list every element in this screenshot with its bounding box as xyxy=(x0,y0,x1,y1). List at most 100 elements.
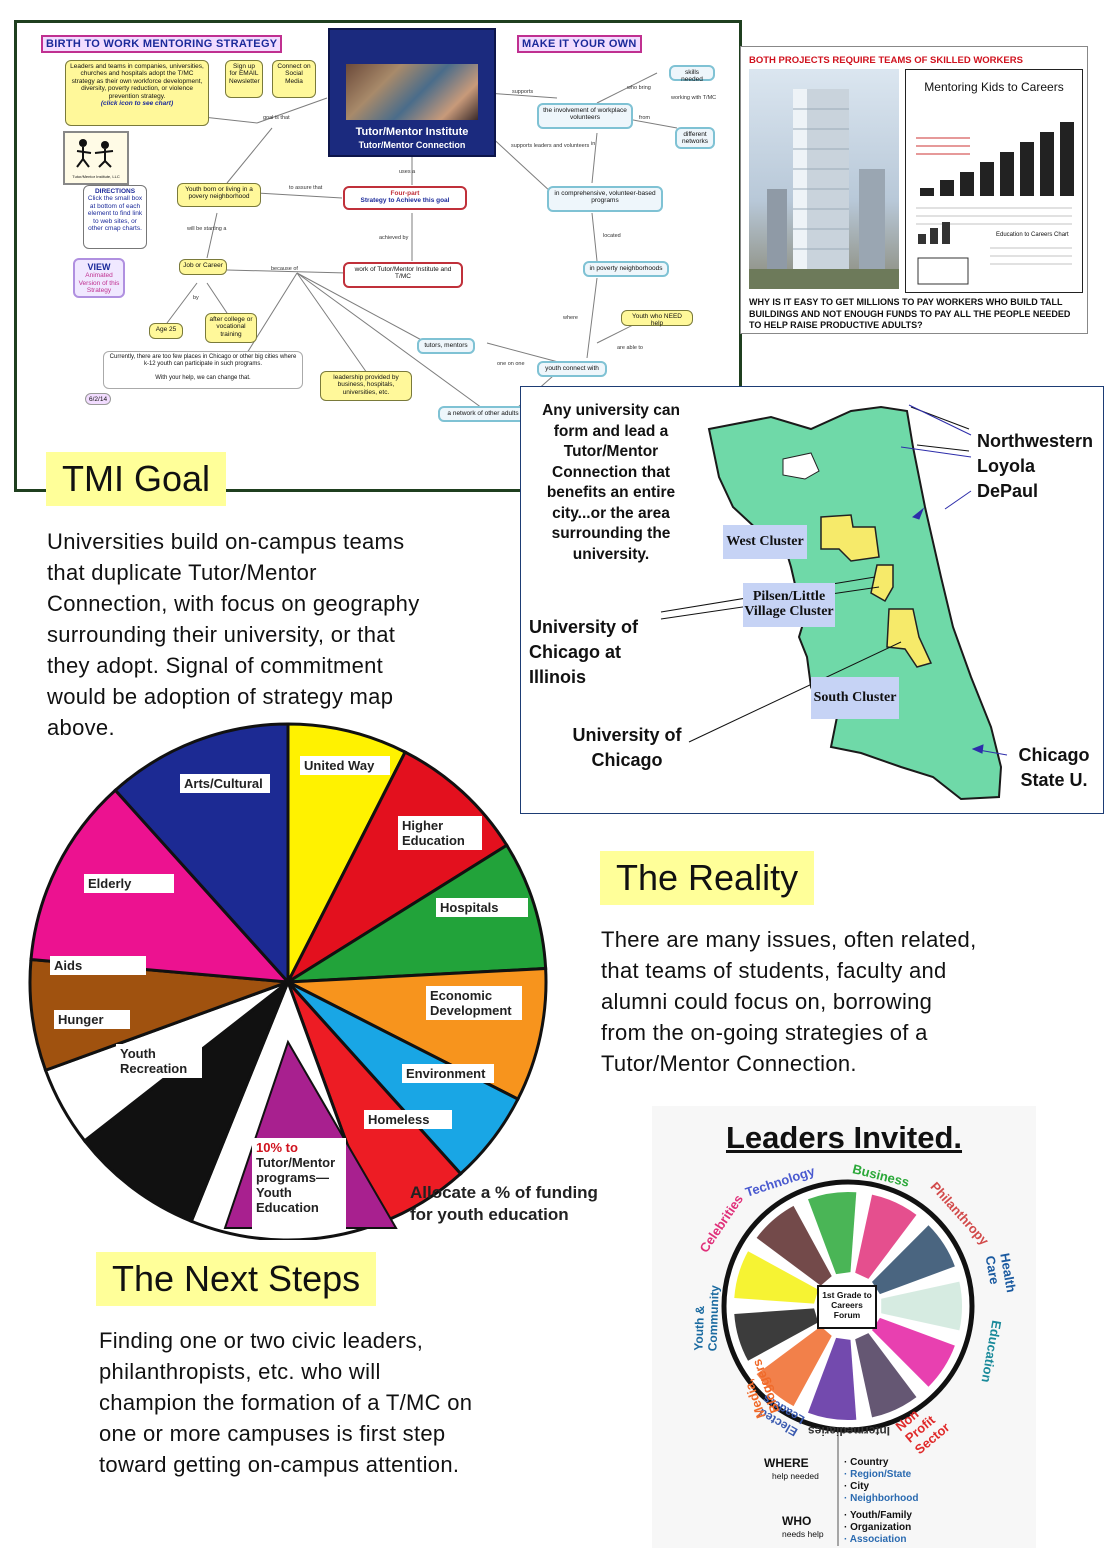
leaders-wedges xyxy=(734,1192,962,1420)
tmi-photo-collage xyxy=(346,64,478,120)
next-steps-line: philanthropists, etc. who will xyxy=(99,1359,381,1384)
pie-label-united-way: United Way xyxy=(300,756,390,775)
directions-node[interactable]: DIRECTIONS Click the small box at bottom… xyxy=(83,185,147,249)
next-steps-line: Finding one or two civic leaders, xyxy=(99,1328,424,1353)
label-chicago-state: Chicago State U. xyxy=(1018,745,1090,790)
careers-chart-sub: Education to Careers Chart xyxy=(996,232,1069,238)
currently-node[interactable]: Currently, there are too few places in C… xyxy=(103,351,303,389)
pie-caption-line1: Allocate a % of funding xyxy=(410,1183,598,1202)
link-from: from xyxy=(639,115,650,121)
youth-need-node[interactable]: Youth who NEED help xyxy=(621,310,693,327)
west-cluster-label: West Cluster xyxy=(723,525,807,559)
skilled-header: BOTH PROJECTS REQUIRE TEAMS OF SKILLED W… xyxy=(749,55,1023,66)
work-of-node[interactable]: work of Tutor/Mentor Institute and T/MC xyxy=(343,262,463,288)
concept-map-links xyxy=(166,72,678,409)
leaders-teams-node[interactable]: Leaders and teams in companies, universi… xyxy=(65,60,209,126)
leaders-wedge xyxy=(807,1192,857,1275)
building-image xyxy=(749,69,899,289)
where-label: WHERE xyxy=(764,1456,809,1470)
poverty-neighborhoods-node[interactable]: in poverty neighborhoods xyxy=(583,261,669,277)
reality-body: There are many issues, often related, th… xyxy=(601,924,977,1079)
reality-line: alumni could focus on, borrowing xyxy=(601,989,933,1014)
leaders-wedge xyxy=(734,1251,819,1304)
leaders-title: Leaders Invited. xyxy=(725,1120,963,1155)
map-intro-text: Any university can form and lead a Tutor… xyxy=(542,402,680,563)
chicago-map-svg xyxy=(660,404,1008,801)
leaders-link-text: (click icon to see chart) xyxy=(100,100,174,108)
tutors-node[interactable]: tutors, mentors xyxy=(417,338,475,354)
pie-label-youth-rec: Youth Recreation xyxy=(116,1044,202,1078)
leaders-wedge xyxy=(855,1333,917,1418)
directions-title: DIRECTIONS xyxy=(94,188,136,195)
link-working-with: working with T/MC xyxy=(671,95,717,101)
network-adults-node[interactable]: a network of other adults xyxy=(438,406,528,422)
four-part-node[interactable]: Four-part Strategy to Achieve this goal xyxy=(343,186,467,210)
view-title: VIEW xyxy=(87,262,111,272)
reality-line: that teams of students, faculty and xyxy=(601,958,947,983)
link-because-of: because of xyxy=(271,266,298,272)
label-uic: University of Chicago at Illinois xyxy=(529,617,639,687)
link-in: in xyxy=(591,141,596,147)
currently-text: Currently, there are too few places in C… xyxy=(109,354,297,367)
who-sub: needs help xyxy=(782,1529,824,1539)
careers-chart-thumbnail[interactable]: Mentoring Kids to Careers Education to C… xyxy=(905,69,1083,293)
seg-intermediaries: Intermediaries xyxy=(808,1424,891,1438)
where-item: · City xyxy=(844,1481,870,1492)
tmi-center-title: Tutor/Mentor Institute xyxy=(355,126,469,138)
leaders-wheel xyxy=(721,1179,975,1546)
connect-node[interactable]: Connect on Social Media xyxy=(272,60,316,98)
leaders-teams-text: Leaders and teams in companies, universi… xyxy=(70,63,204,100)
tmi-center-node[interactable]: Tutor/Mentor Institute Tutor/Mentor Conn… xyxy=(328,28,496,157)
skills-needed-node[interactable]: skills needed xyxy=(669,65,715,83)
south-cluster-label: South Cluster xyxy=(811,677,899,719)
skilled-question: WHY IS IT EASY TO GET MILLIONS TO PAY WO… xyxy=(749,297,1071,330)
link-one-on-one: one on one xyxy=(497,361,525,367)
with-help-text: With your help, we can change that. xyxy=(155,374,251,381)
comprehensive-node[interactable]: in comprehensive, volunteer-based progra… xyxy=(547,186,663,212)
who-label: WHO xyxy=(782,1514,812,1528)
link-who-bring: who bring xyxy=(627,85,651,91)
pie-label-aids: Aids xyxy=(50,956,146,975)
age-node[interactable]: Age 25 xyxy=(149,323,183,339)
tmi-center-subtitle: Tutor/Mentor Connection xyxy=(358,140,466,150)
involvement-node[interactable]: the involvement of workplace volunteers xyxy=(537,103,633,129)
tmi-goal-line: Universities build on-campus teams xyxy=(47,529,405,554)
link-are-able: are able to xyxy=(617,345,643,351)
ohare-cutout xyxy=(782,452,820,480)
job-career-node[interactable]: Job or Career xyxy=(179,259,227,275)
skyscraper-icon xyxy=(749,89,899,289)
leadership-node[interactable]: leadership provided by business, hospita… xyxy=(320,371,412,401)
pie-label-hunger: Hunger xyxy=(54,1010,130,1029)
view-node[interactable]: VIEW Animated Version of this Strategy xyxy=(73,258,125,298)
pie-caption: Allocate a % of funding for youth educat… xyxy=(410,1182,598,1226)
pie-label-tutor-pct: 10% to xyxy=(256,1140,298,1155)
youth-born-node[interactable]: Youth born or living in a povery neighbo… xyxy=(177,183,261,207)
where-item: · Country xyxy=(844,1457,889,1468)
tmi-goal-line: above. xyxy=(47,715,115,740)
pie-label-environment: Environment xyxy=(402,1064,494,1083)
concept-map-panel: BIRTH TO WORK MENTORING STRATEGY MAKE IT… xyxy=(14,20,742,492)
youth-connect-node[interactable]: youth connect with xyxy=(537,361,607,377)
pie-label-economic: Economic Development xyxy=(426,986,522,1020)
pie-label-homeless: Homeless xyxy=(364,1110,452,1129)
label-northwestern: Northwestern xyxy=(977,431,1094,451)
reality-heading: The Reality xyxy=(600,851,815,905)
careers-chart-graphic xyxy=(916,122,1074,285)
signup-node[interactable]: Sign up for EMAIL Newsletter xyxy=(225,60,263,98)
pie-label-hospitals: Hospitals xyxy=(436,898,528,917)
tmi-goal-line: Connection, with focus on geography xyxy=(47,591,420,616)
different-networks-node[interactable]: different networks xyxy=(675,127,715,149)
tmi-goal-body: Universities build on-campus teams that … xyxy=(47,526,420,743)
where-sub: help needed xyxy=(772,1471,819,1481)
tmi-logo[interactable]: Tutor/Mentor Institute, LLC xyxy=(63,131,129,185)
pie-caption-line2: for youth education xyxy=(410,1205,569,1224)
next-steps-line: champion the formation of a T/MC on xyxy=(99,1390,473,1415)
after-college-node[interactable]: after college or vocational training xyxy=(205,313,257,343)
leaders-wedge xyxy=(734,1308,819,1361)
label-uchicago: University of Chicago xyxy=(572,725,682,770)
reality-line: There are many issues, often related, xyxy=(601,927,977,952)
who-item: · Organization xyxy=(844,1522,912,1533)
tmi-goal-line: that duplicate Tutor/Mentor xyxy=(47,560,317,585)
link-goal-is: goal is that xyxy=(263,115,290,121)
reality-line: Tutor/Mentor Connection. xyxy=(601,1051,857,1076)
